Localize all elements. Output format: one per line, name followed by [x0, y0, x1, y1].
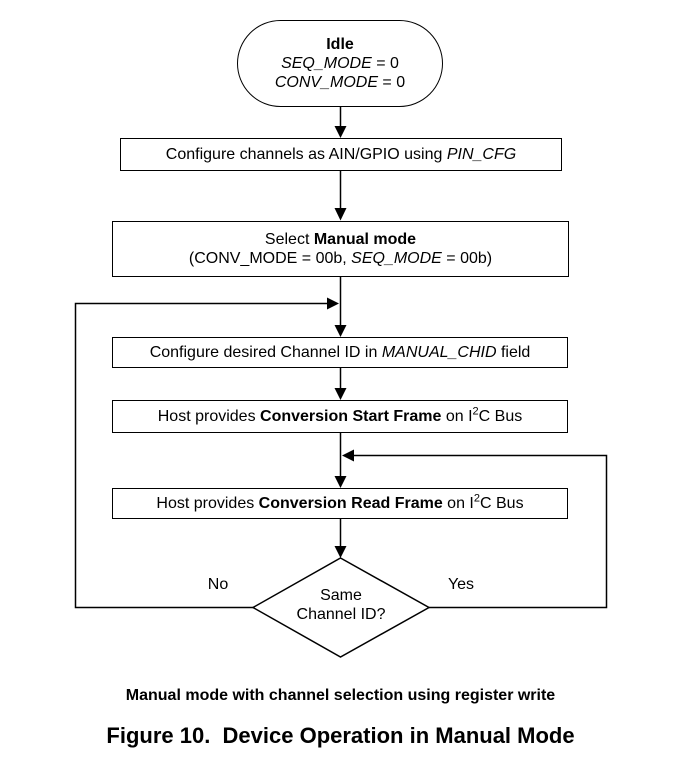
manual-mode-emphasis: Manual mode [313, 231, 417, 248]
text-segment: Host provides [156, 495, 259, 512]
conversion-start-frame-emphasis: Conversion Start Frame [260, 408, 442, 425]
text-segment: field [496, 344, 531, 361]
configure-channels-line: Configure channels as AIN/GPIO using PIN… [166, 145, 516, 164]
node-configure-channel-id: Configure desired Channel ID in MANUAL_C… [112, 337, 568, 368]
idle-conv-value: = 0 [377, 74, 406, 91]
text-segment: on I [442, 495, 474, 512]
text-segment: Configure desired Channel ID in [149, 344, 382, 361]
select-manual-line1: Select Manual mode [265, 230, 416, 249]
arrowhead-into-select [334, 208, 347, 221]
figure-title: Figure 10. Device Operation in Manual Mo… [106, 723, 575, 748]
register-name-seq-mode: SEQ_MODE [351, 250, 442, 267]
edge-label-yes: Yes [447, 576, 475, 593]
arrowhead-yes-loop-junction [342, 449, 354, 462]
arrowhead-into-start [334, 388, 347, 400]
text-segment: C Bus [480, 495, 524, 512]
text-segment: Select [264, 231, 314, 248]
edge-no-loop [74, 302, 327, 609]
text-segment: (CONV_MODE = 00b, [188, 250, 352, 267]
register-name-manual-chid: MANUAL_CHID [381, 344, 497, 361]
conversion-read-frame-emphasis: Conversion Read Frame [258, 495, 443, 512]
arrowhead-into-read [334, 476, 347, 488]
arrowhead-into-chid [334, 325, 347, 337]
decision-label: Same Channel ID? [253, 586, 429, 624]
idle-seq-line: SEQ_MODE = 0 [281, 54, 399, 73]
node-conversion-read-frame: Host provides Conversion Read Frame on I… [112, 488, 568, 519]
text-segment: Configure channels as AIN/GPIO using [165, 146, 447, 163]
text-segment: Host provides [157, 408, 261, 425]
idle-seq-value: = 0 [371, 55, 399, 72]
register-name-conv-mode: CONV_MODE [274, 74, 378, 91]
i2c-superscript: 2 [473, 492, 480, 505]
decision-diamond [251, 557, 431, 658]
register-name-pin-cfg: PIN_CFG [446, 146, 517, 163]
decision-line2: Channel ID? [296, 606, 386, 623]
idle-title: Idle [326, 36, 354, 53]
read-frame-line: Host provides Conversion Read Frame on I… [156, 492, 524, 513]
register-name-seq-mode: SEQ_MODE [281, 55, 372, 72]
edge-yes-loop [354, 454, 608, 609]
idle-title-line: Idle [326, 35, 354, 54]
text-segment: C Bus [478, 408, 523, 425]
arrowhead-into-decision [334, 546, 347, 558]
i2c-superscript: 2 [472, 405, 479, 418]
text-segment: on I [441, 408, 473, 425]
idle-conv-line: CONV_MODE = 0 [275, 73, 405, 92]
figure-subcaption: Manual mode with channel selection using… [125, 687, 556, 704]
select-manual-line2: (CONV_MODE = 00b, SEQ_MODE = 00b) [189, 249, 492, 268]
node-idle: Idle SEQ_MODE = 0 CONV_MODE = 0 [237, 20, 443, 107]
node-configure-channels: Configure channels as AIN/GPIO using PIN… [120, 138, 562, 171]
text-segment: = 00b) [441, 250, 493, 267]
decision-line1: Same [320, 587, 362, 604]
node-select-manual-mode: Select Manual mode (CONV_MODE = 00b, SEQ… [112, 221, 569, 277]
configure-chid-line: Configure desired Channel ID in MANUAL_C… [150, 343, 531, 362]
edge-label-no: No [207, 576, 229, 593]
node-conversion-start-frame: Host provides Conversion Start Frame on … [112, 400, 568, 433]
start-frame-line: Host provides Conversion Start Frame on … [157, 405, 523, 426]
arrowhead-into-configure [334, 126, 347, 138]
arrowhead-no-loop-junction [327, 297, 339, 310]
